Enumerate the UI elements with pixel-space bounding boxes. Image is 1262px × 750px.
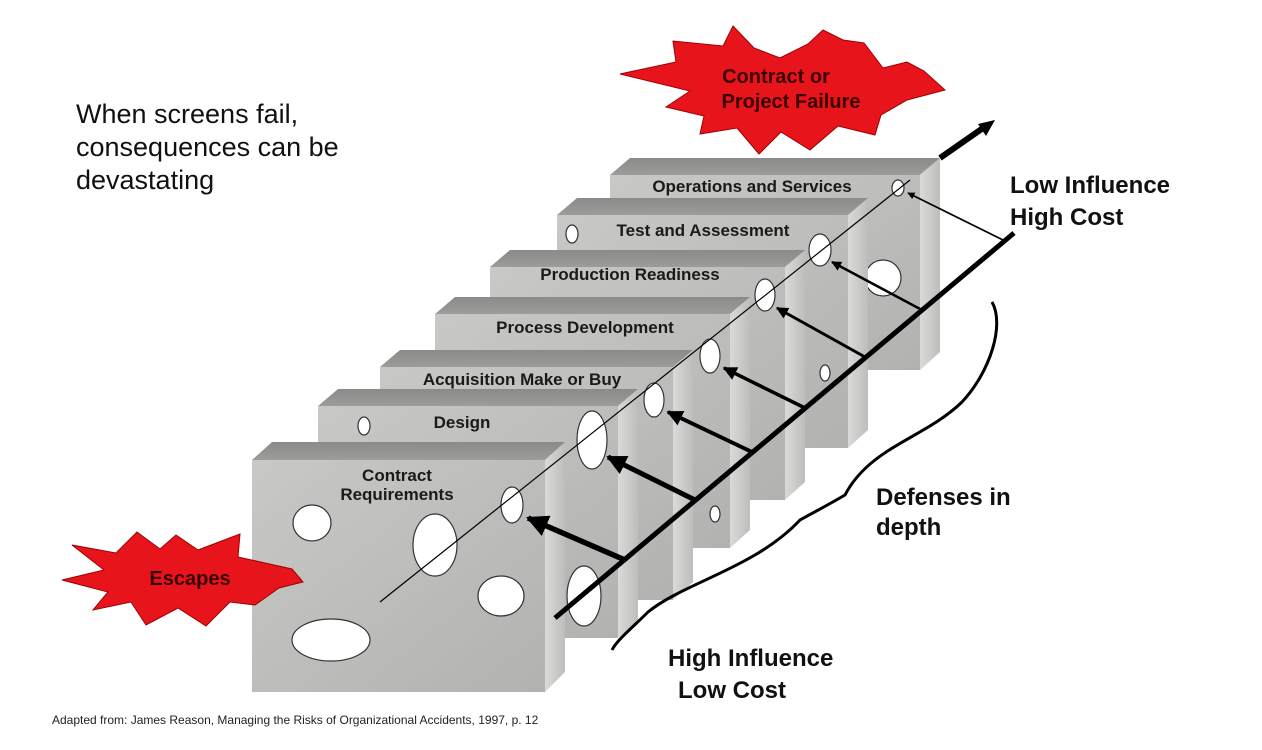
failure-burst-shape <box>619 25 947 155</box>
influence-cost-axis <box>553 231 1016 620</box>
feedback-arrow <box>666 410 753 454</box>
feedback-arrow <box>831 260 923 312</box>
feedback-arrow <box>907 192 1004 241</box>
low-influence-label: Low Influence <box>1010 172 1170 199</box>
feedback-arrows <box>525 192 1004 563</box>
defenses-brace <box>610 301 999 651</box>
slice-label-design: Design <box>434 413 491 432</box>
failure-trajectory-line <box>379 179 911 603</box>
escapes-burst: Escapes <box>61 531 304 627</box>
escapes-burst-shape <box>61 531 304 627</box>
failure-burst-text-1: Contract or <box>722 66 830 88</box>
source-credit: Adapted from: James Reason, Managing the… <box>52 713 539 727</box>
axis-top-segment <box>938 125 985 161</box>
slice-contract-requirements: Contract Requirements <box>252 442 565 692</box>
slice-label-test: Test and Assessment <box>617 221 790 240</box>
failure-burst-text-2: Project Failure <box>722 91 861 113</box>
slice-label-acquisition: Acquisition Make or Buy <box>423 370 622 389</box>
axis-arrowhead <box>978 120 995 136</box>
slice-label-contract-1: Contract <box>362 466 432 485</box>
high-cost-label: High Cost <box>1010 204 1123 231</box>
intro-text: When screens fail, consequences can be d… <box>76 99 339 195</box>
slice-label-operations: Operations and Services <box>652 177 851 196</box>
slice-label-process: Process Development <box>496 318 674 337</box>
defenses-label-2: depth <box>876 514 941 541</box>
slice-label-contract-2: Requirements <box>340 485 453 504</box>
defenses-label-1: Defenses in <box>876 484 1011 511</box>
feedback-arrow <box>525 515 627 563</box>
feedback-arrow <box>722 366 806 410</box>
slice-label-production: Production Readiness <box>540 265 719 284</box>
failure-burst: Contract or Project Failure <box>619 25 947 155</box>
escapes-burst-text: Escapes <box>149 568 230 590</box>
feedback-arrow <box>775 306 866 359</box>
feedback-arrow <box>606 454 697 503</box>
high-influence-label: High Influence <box>668 645 833 672</box>
low-cost-label: Low Cost <box>678 677 786 704</box>
